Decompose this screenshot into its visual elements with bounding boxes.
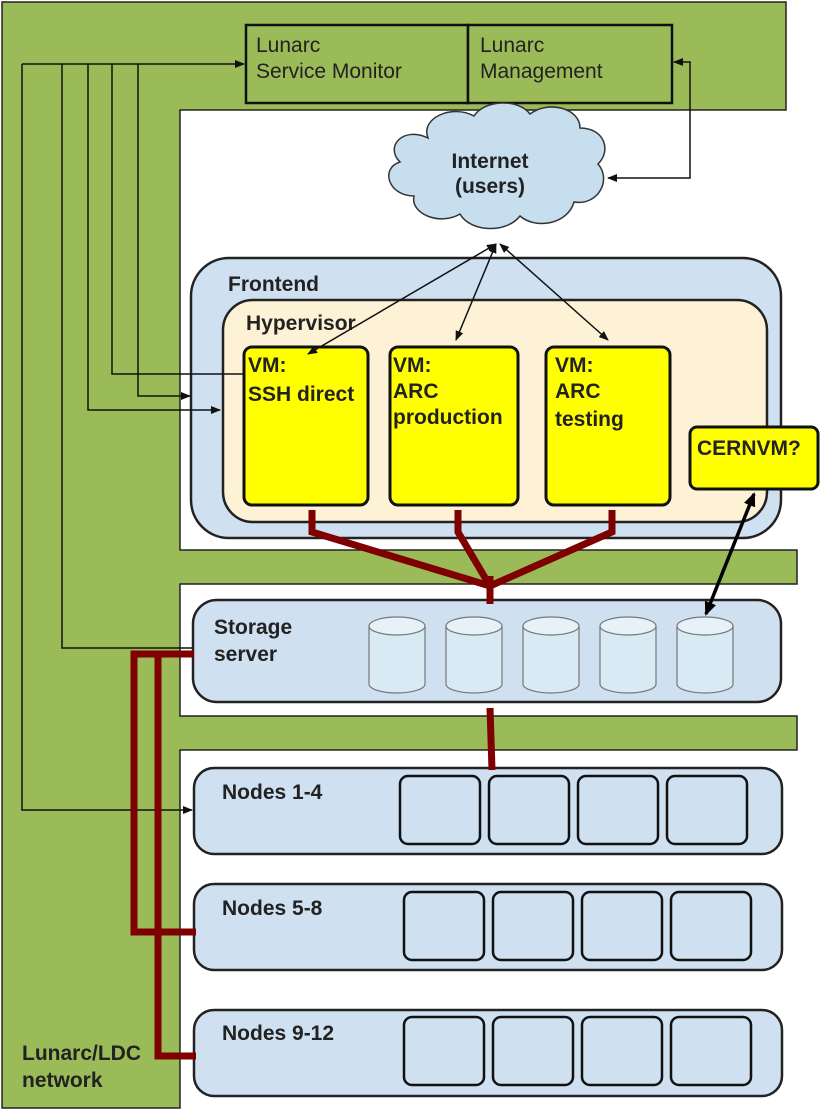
node-slot [491,1015,575,1087]
node-slot [487,774,571,846]
storage-disk [368,616,426,694]
nodes-9-12-label: Nodes 9-12 [222,1022,334,1045]
node-slot [669,1015,753,1087]
vm-arcprod-data-link [454,510,494,588]
management-box: Lunarc Management [466,23,674,105]
management-line1: Lunarc [480,34,544,57]
cernvm-storage-link [704,492,756,616]
service-monitor-box: Lunarc Service Monitor [244,23,470,105]
node-slot [665,774,749,846]
vm-arcprod-line1: VM: [393,354,432,377]
storage-disk [445,616,503,694]
nodes-9-12-slots [402,1015,753,1087]
vm-ssh-line2: SSH direct [248,383,354,406]
internet-line2: (users) [455,175,525,198]
management-link [607,58,691,182]
storage-nodes-bus-a [130,650,196,936]
storage-disks [368,616,734,694]
vm-arctest-line3: testing [555,408,624,431]
vm-arctest-line2: ARC [555,380,601,403]
frontend-label: Frontend [228,273,319,296]
nodes-5-8-label: Nodes 5-8 [222,897,323,920]
management-line2: Management [480,60,603,83]
node-slot [580,890,664,962]
storage-disk [522,616,580,694]
network-line1: Lunarc/LDC [22,1042,141,1065]
vm-arcprod-line2: ARC [393,380,439,403]
nodes-9-12-panel: Nodes 9-12 [192,1008,784,1098]
node-slot [402,890,486,962]
service-monitor-line1: Lunarc [256,34,320,57]
vm-ssh-line1: VM: [248,354,287,377]
vm-arc-testing: VM: ARC testing [544,345,672,507]
nodes-5-8-slots [402,890,753,962]
node-slot [576,774,660,846]
node-slot [669,890,753,962]
vm-ssh-data-link [308,510,492,590]
storage-line1: Storage [214,616,292,639]
service-monitor-line2: Service Monitor [256,60,402,83]
node-slot [580,1015,664,1087]
cernvm-label: CERNVM? [697,437,801,460]
vm-arc-production: VM: ARC production [388,345,520,507]
node-slot [402,1015,486,1087]
cernvm-box: CERNVM? [688,425,820,491]
vm-ssh-direct: VM: SSH direct [242,345,370,507]
storage-line2: server [214,643,277,666]
hypervisor-label: Hypervisor [246,312,356,335]
storage-server-panel: Storage server [191,598,783,704]
cloud-shape [388,102,606,230]
nodes-1-4-panel: Nodes 1-4 [192,766,784,856]
monitor-link-vm [137,64,191,400]
monitor-link-frontend [87,64,221,414]
vm-arctest-data-link [488,510,616,590]
internet-line1: Internet [451,150,528,173]
nodes-5-8-panel: Nodes 5-8 [192,882,784,972]
storage-disk [676,616,734,694]
monitor-link-hypervisor [111,64,244,375]
storage-to-nodes-link [486,707,496,771]
internet-to-arcprod [455,243,497,341]
vm-arctest-line1: VM: [555,354,594,377]
storage-nodes-bus-b [154,654,196,1060]
nodes-1-4-slots [398,774,749,846]
network-line2: network [22,1069,103,1092]
monitor-link-storage [61,64,192,649]
internet-cloud: Internet (users) [388,102,606,230]
storage-disk [599,616,657,694]
node-slot [398,774,482,846]
vm-arcprod-line3: production [393,406,503,429]
nodes-1-4-label: Nodes 1-4 [222,781,323,804]
data-links [130,510,616,1060]
node-slot [491,890,575,962]
internet-to-arctest [499,243,609,341]
